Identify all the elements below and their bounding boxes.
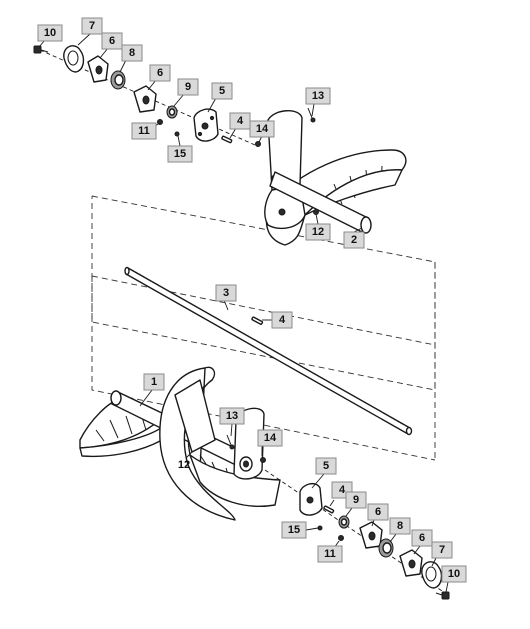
svg-text:4: 4 xyxy=(279,314,286,326)
svg-text:9: 9 xyxy=(353,494,359,506)
flange-6-top-b xyxy=(133,85,157,113)
callout-7-bottom: 7 xyxy=(431,541,453,559)
callout-5-bottom: 5 xyxy=(315,457,337,475)
callout-14-top: 14 xyxy=(249,120,275,138)
bearing-8-bottom xyxy=(378,538,394,558)
callout-10-bottom: 10 xyxy=(441,565,467,583)
callout-6-top-b: 6 xyxy=(149,64,171,82)
svg-text:9: 9 xyxy=(185,81,191,93)
label-12-bottom: 12 xyxy=(178,459,190,471)
flange-6-top-a xyxy=(87,55,109,83)
callout-3: 3 xyxy=(215,284,237,302)
callout-11-top: 11 xyxy=(131,122,157,140)
svg-text:6: 6 xyxy=(157,67,163,79)
callout-11-bottom: 11 xyxy=(317,545,343,563)
svg-text:3: 3 xyxy=(223,287,229,299)
callout-2: 2 xyxy=(343,231,365,249)
flange-6-bottom-b xyxy=(399,549,423,577)
plate-5-bottom xyxy=(299,482,323,516)
hardware-top-group xyxy=(33,45,261,147)
svg-text:11: 11 xyxy=(138,125,150,137)
svg-text:8: 8 xyxy=(129,47,135,59)
leader-lines xyxy=(38,33,449,593)
callout-7-top: 7 xyxy=(81,17,103,35)
nut-11-bottom xyxy=(338,535,344,541)
callout-5-top: 5 xyxy=(211,82,233,100)
svg-text:6: 6 xyxy=(109,35,115,47)
nut-11-top xyxy=(157,119,163,125)
key-4-middle xyxy=(251,316,264,325)
key-4-top xyxy=(221,135,233,144)
bolt-10-bottom xyxy=(435,591,450,600)
svg-text:7: 7 xyxy=(439,544,445,556)
svg-text:14: 14 xyxy=(264,432,277,444)
svg-text:8: 8 xyxy=(397,520,403,532)
callout-15-top: 15 xyxy=(167,145,193,163)
nut-15-top xyxy=(174,131,180,137)
bolt-10-top xyxy=(33,45,49,54)
svg-text:14: 14 xyxy=(256,123,269,135)
svg-text:1: 1 xyxy=(151,376,157,388)
svg-text:10: 10 xyxy=(448,568,460,580)
flange-6-bottom-a xyxy=(359,521,383,549)
svg-text:4: 4 xyxy=(237,115,244,127)
svg-text:10: 10 xyxy=(44,27,56,39)
callout-9-top: 9 xyxy=(177,78,199,96)
callout-10-top: 10 xyxy=(37,24,63,42)
svg-text:15: 15 xyxy=(288,524,300,536)
plate-5-top xyxy=(193,108,219,142)
nut-14-top xyxy=(255,141,261,147)
callout-6-bottom-b: 6 xyxy=(411,529,433,547)
hardware-bottom-group xyxy=(264,469,450,600)
callout-6-top-a: 6 xyxy=(101,32,123,50)
svg-text:15: 15 xyxy=(174,148,186,160)
callout-8-top: 8 xyxy=(121,44,143,62)
callout-1: 1 xyxy=(143,373,165,391)
auger-half-bottom xyxy=(79,366,281,521)
svg-text:4: 4 xyxy=(339,484,346,496)
svg-text:6: 6 xyxy=(419,532,425,544)
svg-text:12: 12 xyxy=(178,459,190,471)
flange-cover-7-top xyxy=(63,45,85,73)
callout-12-top: 12 xyxy=(305,223,331,241)
callout-13-top: 13 xyxy=(305,87,331,105)
svg-text:7: 7 xyxy=(89,20,95,32)
collar-9-top xyxy=(166,105,178,119)
bearing-8-top xyxy=(110,70,126,90)
callout-14-bottom: 14 xyxy=(257,429,283,447)
svg-text:5: 5 xyxy=(323,460,329,472)
callout-4-top: 4 xyxy=(229,112,251,130)
auger-half-top xyxy=(264,107,407,246)
callout-9-bottom: 9 xyxy=(345,491,367,509)
svg-text:12: 12 xyxy=(312,226,324,238)
svg-text:6: 6 xyxy=(375,506,381,518)
flange-cover-7-bottom xyxy=(421,561,443,589)
collar-9-bottom xyxy=(338,515,350,529)
drive-shaft-3 xyxy=(124,266,413,436)
callout-15-bottom: 15 xyxy=(281,521,307,539)
svg-text:13: 13 xyxy=(312,90,324,102)
svg-text:13: 13 xyxy=(226,410,238,422)
callout-4-middle: 4 xyxy=(271,311,293,329)
svg-text:5: 5 xyxy=(219,85,225,97)
callout-13-bottom: 13 xyxy=(219,407,245,425)
key-4-bottom xyxy=(323,505,335,514)
nut-15-bottom xyxy=(317,525,323,531)
callout-6-bottom-a: 6 xyxy=(367,503,389,521)
callout-labels: 10 7 6 8 6 9 5 13 4 14 11 15 12 2 3 4 1 … xyxy=(37,17,467,583)
svg-text:11: 11 xyxy=(324,548,336,560)
callout-8-bottom: 8 xyxy=(389,517,411,535)
svg-text:2: 2 xyxy=(351,234,357,246)
